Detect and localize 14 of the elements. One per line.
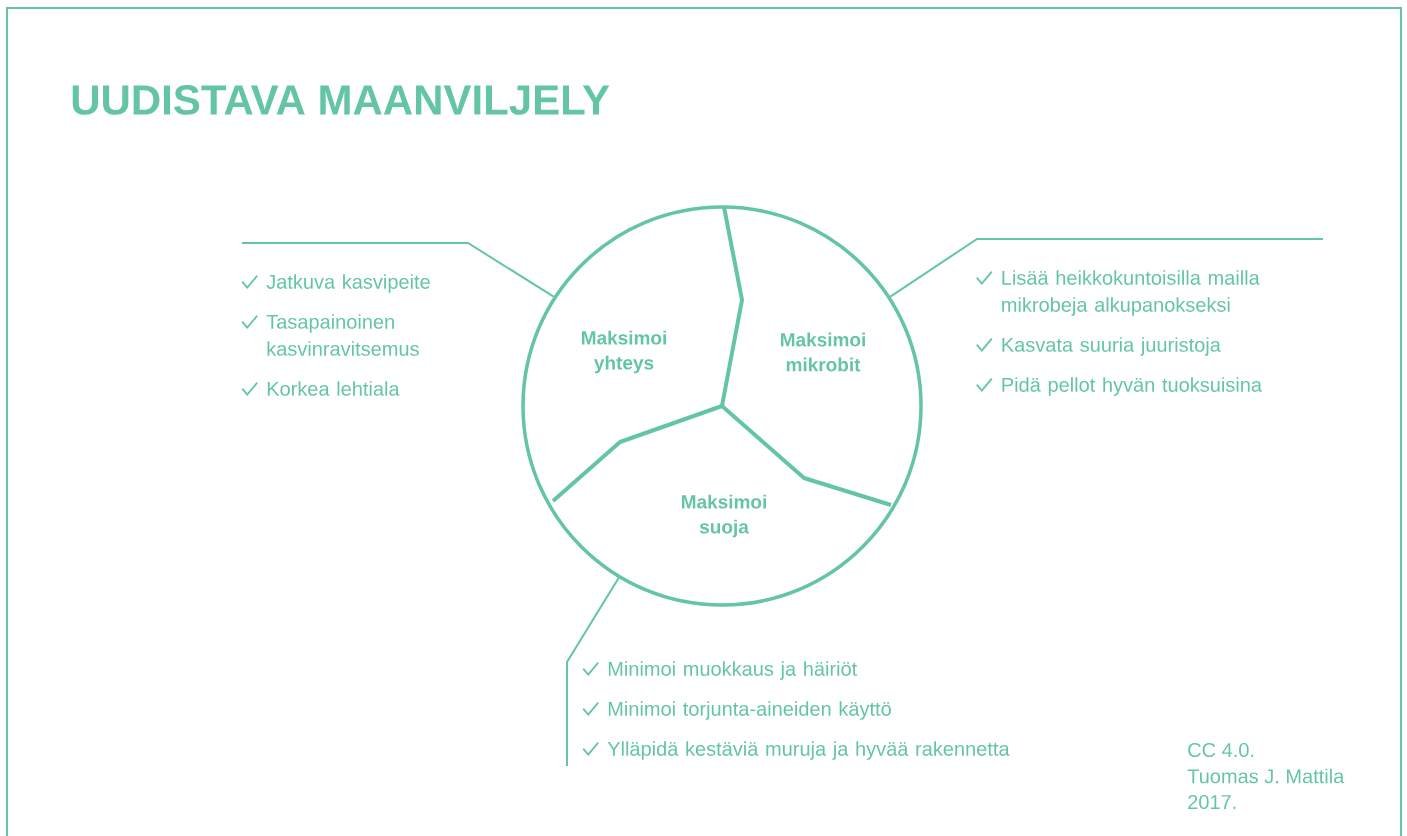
credit-text: CC 4.0. xyxy=(1188,742,1254,758)
checklist: Lisää heikkokuntoisilla mailla mikrobeja alkupanokseksi Kasvata suuria juuristoja Pidä pellot hyvän tuoksuisina xyxy=(975,270,1262,396)
checklist: Minimoi muokkaus ja häiriöt Minimoi torjunta-aineiden käyttö Ylläpidä kestäviä muruja ja hyvää rakennetta xyxy=(582,661,1010,760)
credit-text: Tuomas J. Mattila xyxy=(1187,768,1345,784)
title: UUDISTAVA MAANVILJELY xyxy=(72,85,610,115)
pie-circle xyxy=(521,205,923,607)
sector-label: Maksimoi yhteys xyxy=(582,330,666,374)
leader-line xyxy=(566,577,620,768)
leader-line xyxy=(889,238,1324,298)
sector-label: Maksimoi suoja xyxy=(682,494,766,538)
sector-label: Maksimoi mikrobit xyxy=(781,332,865,372)
leader-line xyxy=(241,242,555,298)
credit-text: 2017. xyxy=(1188,794,1236,810)
checklist: Jatkuva kasvipeite Tasapainoinen kasvinravitsemus Korkea lehtiala xyxy=(241,274,430,397)
